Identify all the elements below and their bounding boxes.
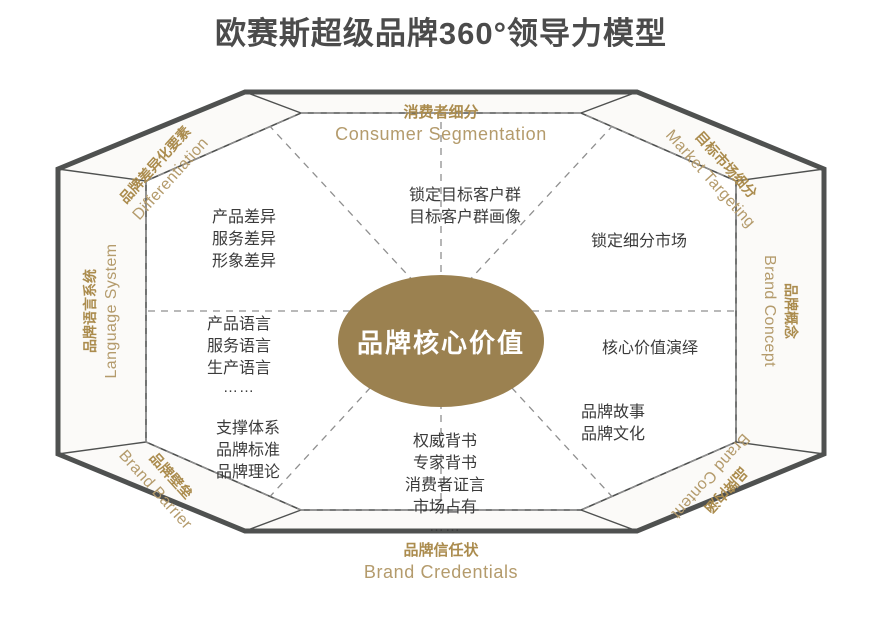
radial-spokes: [146, 113, 736, 510]
band-label-cn: 品牌语言系统: [82, 269, 98, 353]
band-label-en: Language System: [103, 244, 120, 379]
sector-line: 服务差异: [212, 230, 276, 248]
band-language-system[interactable]: 品牌语言系统 Language System: [82, 244, 120, 379]
sector-market-targeting: 锁定细分市场: [591, 232, 687, 250]
sector-brand-barrier: 支撑体系 品牌标准 品牌理论: [216, 419, 280, 481]
band-label-cn: 品牌信任状: [403, 541, 479, 559]
core-value-ellipse[interactable]: 品牌核心价值: [338, 275, 544, 407]
sector-line: 锁定细分市场: [591, 232, 687, 250]
sector-line-ellipsis: ……: [223, 379, 255, 396]
band-label-en: Consumer Segmentation: [335, 124, 547, 144]
sector-consumer-segmentation: 锁定目标客户群 目标客户群画像: [409, 186, 521, 226]
band-consumer-segmentation[interactable]: 消费者细分 Consumer Segmentation: [335, 103, 547, 144]
band-label-en: Brand Concept: [761, 255, 778, 367]
inner-dashed-octagon: [145, 112, 737, 511]
page-title: 欧赛斯超级品牌360°领导力模型: [214, 16, 668, 51]
sector-line: 形象差异: [212, 252, 276, 270]
sector-brand-credentials: 权威背书 专家背书 消费者证言 市场占有 ……: [405, 432, 485, 535]
sector-line: 品牌标准: [216, 441, 280, 459]
sector-line: 支撑体系: [216, 419, 280, 437]
sector-language-system: 产品语言 服务语言 生产语言 ……: [207, 315, 271, 396]
sector-line: 品牌理论: [216, 463, 280, 481]
sector-line: 消费者证言: [405, 476, 485, 494]
sector-line: 核心价值演绎: [602, 339, 698, 357]
sector-line: 品牌故事: [581, 403, 645, 421]
sector-line: 服务语言: [207, 337, 271, 355]
sector-line: 产品差异: [212, 208, 276, 226]
sector-line: 专家背书: [413, 454, 477, 472]
sector-brand-content: 品牌故事 品牌文化: [581, 403, 645, 443]
sector-line-ellipsis: ……: [429, 518, 461, 535]
sector-line: 权威背书: [413, 432, 477, 450]
sector-brand-concept: 核心价值演绎: [602, 339, 698, 357]
sector-line: 品牌文化: [581, 425, 645, 443]
band-label-cn: 消费者细分: [403, 103, 478, 121]
sector-line: 产品语言: [207, 315, 271, 333]
sector-differentiation: 产品差异 服务差异 形象差异: [212, 208, 276, 270]
sector-line: 生产语言: [207, 359, 271, 377]
band-brand-concept[interactable]: 品牌概念 Brand Concept: [761, 255, 799, 367]
band-dividers: [57, 91, 825, 532]
sector-line: 目标客户群画像: [409, 208, 521, 226]
core-value-label: 品牌核心价值: [357, 328, 525, 358]
band-label-en: Brand Credentials: [364, 562, 518, 582]
sector-line: 市场占有: [413, 498, 477, 516]
band-label-cn: 品牌概念: [783, 283, 799, 340]
sector-line: 锁定目标客户群: [409, 186, 521, 204]
band-brand-credentials[interactable]: 品牌信任状 Brand Credentials: [364, 541, 518, 582]
